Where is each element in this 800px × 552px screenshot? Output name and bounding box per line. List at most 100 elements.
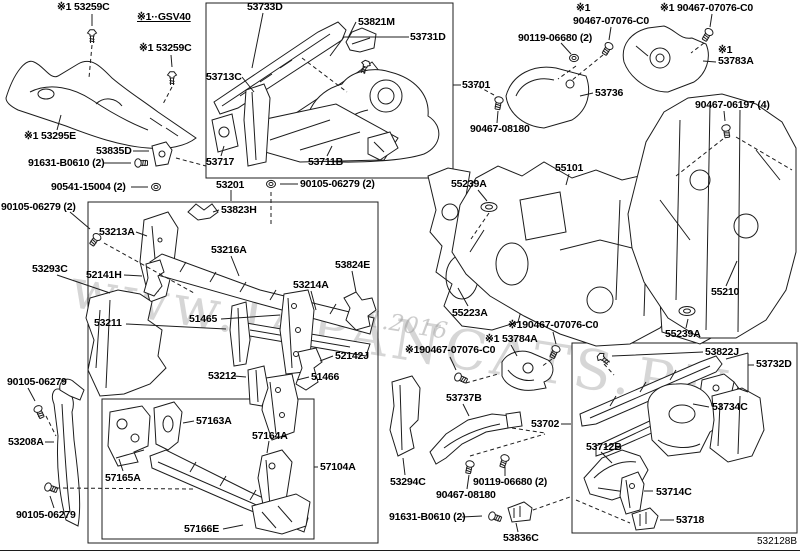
part-shape-51466 [261, 373, 299, 441]
part-shape-53835D [151, 141, 173, 167]
part-label-53835D: 53835D [96, 145, 132, 157]
part-label-53734C: 53734C [712, 401, 748, 413]
bolt-icon-91631-bottom [487, 510, 503, 524]
part-label-53712B: 53712B [586, 441, 622, 453]
part-label-53718: 53718 [676, 514, 705, 526]
part-label-53213A: 53213A [99, 226, 135, 238]
part-label-90541: 90541-15004 (2) [51, 181, 126, 193]
clip-icon-53259C-b [167, 71, 177, 86]
part-shape-under-cover-53295E [5, 60, 197, 149]
dashed-alignment-lines [45, 42, 793, 524]
part-shape-53713C [243, 83, 271, 167]
bolt-icon-07076-b [700, 26, 715, 43]
part-shape-52141H [143, 259, 165, 297]
part-label-53822J: 53822J [705, 346, 739, 358]
part-shape-53736 [505, 66, 590, 129]
part-label-53214A: 53214A [293, 279, 329, 291]
part-shape-53718 [631, 507, 659, 531]
box-apron-assembly [205, 2, 454, 179]
part-label-90467-07076-a: 90467-07076-C0 [573, 15, 650, 27]
part-shape-floor-foot-bracket [251, 493, 311, 535]
part-label-53293C: 53293C [32, 263, 68, 275]
part-label-57164A: 57164A [252, 430, 288, 442]
part-label-55101: 55101 [555, 162, 584, 174]
part-shape-53293C [85, 289, 167, 397]
part-label-53821M: 53821M [358, 16, 395, 28]
part-label-51465: 51465 [189, 313, 218, 325]
part-label-53731D: 53731D [410, 31, 446, 43]
part-shape-53294C [389, 375, 421, 457]
part-label-53824E: 53824E [335, 259, 371, 271]
nut-icon-90105-mid [266, 179, 276, 189]
part-shape-apron-corner [367, 131, 399, 161]
clip-icon-53259C-a [87, 29, 97, 44]
part-label-55239A-bottom: 55239A [665, 328, 701, 340]
part-label-90105-top: 90105-06279 [7, 376, 67, 388]
part-label-53717: 53717 [206, 156, 235, 168]
part-shape-53737B [429, 411, 523, 465]
part-label-90119-top: 90119-06680 (2) [518, 32, 593, 44]
part-label-53212: 53212 [208, 370, 237, 382]
part-label-90105-bottom: 90105-06279 [16, 509, 76, 521]
bolt-icon-90105-top [32, 403, 47, 420]
part-label-52142J: 52142J [335, 350, 369, 362]
part-shape-53783A [622, 25, 709, 93]
part-shape-53714C [619, 471, 645, 515]
part-shape-53216A-upper-support [149, 253, 375, 335]
part-shape-53836C [507, 501, 533, 523]
part-label-55223A: 55223A [452, 307, 488, 319]
part-label-190467-upper: ※190467-07076-C0 [508, 319, 599, 331]
part-label-90467-08180-top: 90467-08180 [470, 123, 530, 135]
part-label-53201: 53201 [216, 179, 245, 191]
part-shape-53821M [345, 27, 377, 53]
part-shape-53717 [211, 113, 239, 153]
part-shape-53823H [187, 203, 219, 221]
part-shape-53824E [343, 291, 377, 331]
part-label-53259C-b: ※1 53259C [139, 42, 192, 54]
part-label-53294C: 53294C [390, 476, 426, 488]
part-label-53823H: 53823H [221, 204, 257, 216]
part-label-53836C: 53836C [503, 532, 539, 544]
box-apron-rh [571, 342, 798, 534]
part-label-53711B: 53711B [308, 156, 344, 168]
box-floor-brace-group [101, 398, 315, 540]
part-label-57104A: 57104A [320, 461, 356, 473]
part-shape-53784A [501, 350, 554, 391]
nut-icon-90119-top [569, 53, 579, 63]
bolt-icon-90119-bottom [497, 453, 511, 469]
bolt-icon-91631-top [134, 158, 148, 168]
part-label-53211: 53211 [94, 317, 122, 329]
part-shape-apron-rh-panel [709, 387, 765, 463]
part-label-53208A: 53208A [8, 436, 44, 448]
part-label-55210: 55210 [711, 286, 740, 298]
part-label-52141H: 52141H [86, 269, 122, 281]
part-shape-53212 [247, 365, 269, 407]
part-label-53216A: 53216A [211, 244, 247, 256]
bolt-icon-07076-a [600, 40, 615, 57]
part-label-53295E: ※1 53295E [24, 130, 76, 142]
part-shape-57163A [153, 401, 183, 451]
part-label-53736: 53736 [595, 87, 624, 99]
note-star1-left: ※1 [576, 2, 591, 14]
part-label-53784A: ※1 53784A [485, 333, 538, 345]
part-label-90105-2-left: 90105-06279 (2) [1, 201, 76, 213]
part-label-90467-08180-bottom: 90467-08180 [436, 489, 496, 501]
part-label-57165A: 57165A [105, 472, 141, 484]
part-label-57163A: 57163A [196, 415, 232, 427]
part-label-53714C: 53714C [656, 486, 692, 498]
part-shape-55210-dash-panel [627, 93, 797, 339]
part-label-53732D: 53732D [756, 358, 792, 370]
grommet-icon-55239A-a [480, 202, 498, 212]
model-note-gsv40: ※1··GSV40 [137, 11, 191, 23]
part-label-90467-07076-b: ※1 90467-07076-C0 [660, 2, 753, 14]
box-radiator-support [87, 201, 379, 544]
part-label-53259C-a: ※1 53259C [57, 1, 110, 13]
part-label-55239A-top: 55239A [451, 178, 487, 190]
bolt-icon-08180-top [492, 95, 505, 111]
part-label-90105-2-mid: 90105-06279 (2) [300, 178, 375, 190]
part-label-190467-lower: ※190467-07076-C0 [405, 344, 496, 356]
nut-icon-90541 [151, 182, 161, 192]
part-label-53733D: 53733D [247, 1, 283, 13]
